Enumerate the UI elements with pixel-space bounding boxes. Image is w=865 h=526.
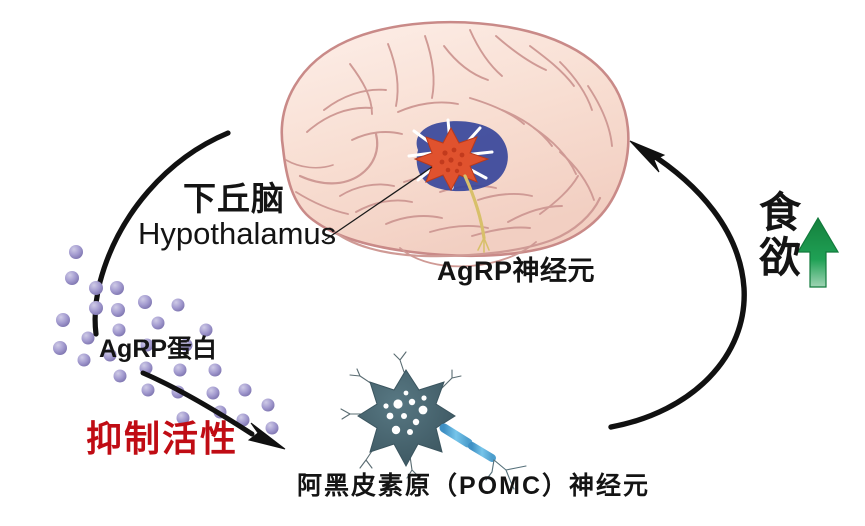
label-agrp-protein: AgRP蛋白 xyxy=(99,335,218,363)
label-inhibit-activity: 抑制活性 xyxy=(86,418,239,459)
label-hypothalamus-english: Hypothalamus xyxy=(138,216,337,251)
inhibit-arrowhead xyxy=(247,422,286,450)
appetite-arc-arrowhead xyxy=(629,140,666,173)
brain-lower-bump xyxy=(399,241,537,268)
pomc-neuron-dendrites xyxy=(340,351,462,479)
appetite-up-arrow xyxy=(796,216,840,288)
label-appetite-char-2: 欲 xyxy=(758,234,801,282)
hypothalamus-leader-line xyxy=(324,166,433,241)
label-appetite: 食 欲 xyxy=(756,190,804,281)
pomc-neuron-vesicles xyxy=(383,390,428,435)
agrp-neuron-axon-terminals xyxy=(477,237,490,253)
agrp-neuron-vesicles xyxy=(439,147,465,174)
pomc-neuron-axon-terminals xyxy=(485,459,527,490)
agrp-neuron-icon xyxy=(407,118,494,253)
label-agrp-neuron: AgRP神经元 xyxy=(437,256,595,286)
protein-to-pomc-arrow xyxy=(140,370,286,450)
label-appetite-char-1: 食 xyxy=(758,189,801,236)
pomc-neuron-myelin xyxy=(439,423,473,448)
brain-temporal-edge xyxy=(328,196,602,258)
pomc-to-brain-arc xyxy=(608,140,747,430)
brain-sulcus xyxy=(298,132,379,185)
brain-gyri xyxy=(295,29,613,237)
agrp-protein-dots xyxy=(53,245,279,435)
brain-sulcus xyxy=(285,159,334,169)
pomc-neuron-myelin xyxy=(468,442,496,462)
label-pomc-neuron: 阿黑皮素原（POMC）神经元 xyxy=(297,472,651,500)
pomc-neuron-icon xyxy=(340,351,527,490)
agrp-neuron-axon xyxy=(463,174,486,240)
label-hypothalamus-chinese: 下丘脑 xyxy=(183,180,285,217)
pomc-neuron-soma xyxy=(357,369,456,468)
